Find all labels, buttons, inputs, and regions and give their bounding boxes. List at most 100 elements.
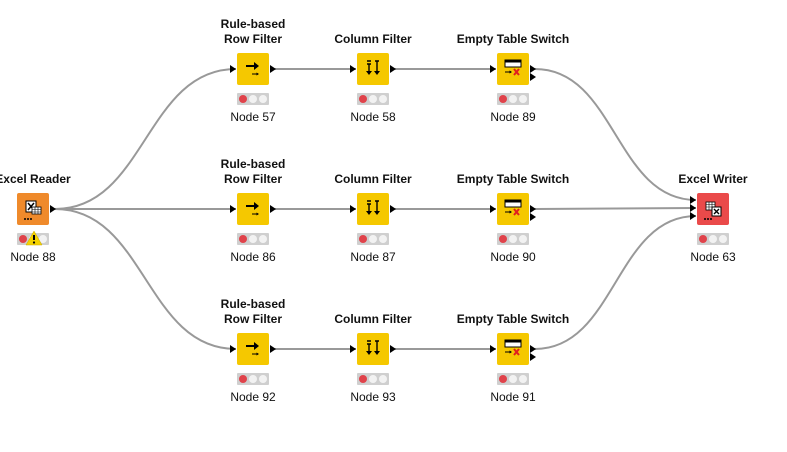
status-light-off	[369, 95, 377, 103]
node-status-lights	[237, 373, 269, 385]
status-light-off	[379, 235, 387, 243]
status-light-off	[259, 375, 267, 383]
output-port[interactable]	[530, 345, 536, 353]
output-port[interactable]	[270, 205, 276, 213]
empty-table-switch-node[interactable]	[497, 53, 529, 85]
node-status-lights	[497, 373, 529, 385]
node-label: Node 58	[350, 110, 396, 124]
output-port[interactable]	[390, 345, 396, 353]
node-title: Excel Reader	[0, 172, 71, 186]
status-light-off	[249, 375, 257, 383]
input-port[interactable]	[690, 212, 696, 220]
node-status-lights	[237, 233, 269, 245]
input-port[interactable]	[230, 65, 236, 73]
node-status-lights	[357, 373, 389, 385]
connection-wire[interactable]	[534, 68, 697, 201]
status-light-off	[259, 95, 267, 103]
node-title: Excel Writer	[678, 172, 748, 186]
row-filter-node[interactable]	[237, 53, 269, 85]
status-light-red	[239, 235, 247, 243]
input-port[interactable]	[490, 345, 496, 353]
excel-writer-node[interactable]	[697, 193, 729, 225]
output-port[interactable]	[530, 205, 536, 213]
node-status-lights	[497, 93, 529, 105]
status-light-red	[239, 375, 247, 383]
connection-wire[interactable]	[54, 208, 237, 350]
status-light-off	[519, 235, 527, 243]
output-port[interactable]	[530, 65, 536, 73]
node-title: Empty Table Switch	[456, 312, 570, 326]
node-title: Rule-based Row Filter	[220, 157, 286, 186]
status-light-off	[519, 95, 527, 103]
node-label: Node 88	[10, 250, 56, 264]
status-light-off	[519, 375, 527, 383]
output-port[interactable]	[390, 205, 396, 213]
node-status-lights	[357, 93, 389, 105]
status-light-off	[259, 235, 267, 243]
output-port[interactable]	[50, 205, 56, 213]
node-title: Column Filter	[334, 32, 412, 46]
excel-reader-node[interactable]	[17, 193, 49, 225]
node-title: Rule-based Row Filter	[220, 17, 286, 46]
node-title: Empty Table Switch	[456, 172, 570, 186]
output-port[interactable]	[530, 353, 536, 361]
node-label: Node 93	[350, 390, 396, 404]
status-light-off	[709, 235, 717, 243]
node-status-lights	[357, 233, 389, 245]
input-port[interactable]	[350, 345, 356, 353]
status-light-off	[509, 95, 517, 103]
status-light-off	[379, 375, 387, 383]
connection-wire[interactable]	[534, 207, 697, 210]
node-label: Node 92	[230, 390, 276, 404]
status-light-red	[19, 235, 27, 243]
empty-table-switch-node[interactable]	[497, 333, 529, 365]
status-light-red	[699, 235, 707, 243]
output-port[interactable]	[390, 65, 396, 73]
status-light-off	[509, 375, 517, 383]
status-light-off	[509, 235, 517, 243]
row-filter-node[interactable]	[237, 193, 269, 225]
input-port[interactable]	[350, 205, 356, 213]
column-filter-node[interactable]	[357, 53, 389, 85]
status-light-red	[239, 95, 247, 103]
node-title: Empty Table Switch	[456, 32, 570, 46]
status-light-off	[719, 235, 727, 243]
input-port[interactable]	[230, 345, 236, 353]
node-status-lights	[237, 93, 269, 105]
node-label: Node 91	[490, 390, 536, 404]
status-light-off	[249, 235, 257, 243]
node-label: Node 89	[490, 110, 536, 124]
status-light-off	[249, 95, 257, 103]
row-filter-node[interactable]	[237, 333, 269, 365]
column-filter-node[interactable]	[357, 333, 389, 365]
empty-table-switch-node[interactable]	[497, 193, 529, 225]
output-port[interactable]	[270, 345, 276, 353]
node-title: Column Filter	[334, 312, 412, 326]
input-port[interactable]	[350, 65, 356, 73]
node-label: Node 57	[230, 110, 276, 124]
input-port[interactable]	[690, 196, 696, 204]
output-port[interactable]	[530, 213, 536, 221]
node-status-lights	[497, 233, 529, 245]
column-filter-node[interactable]	[357, 193, 389, 225]
status-light-red	[359, 235, 367, 243]
input-port[interactable]	[230, 205, 236, 213]
output-port[interactable]	[270, 65, 276, 73]
status-light-off	[39, 235, 47, 243]
status-light-off	[379, 95, 387, 103]
input-port[interactable]	[490, 205, 496, 213]
connection-wire[interactable]	[534, 215, 697, 350]
node-title: Rule-based Row Filter	[220, 297, 286, 326]
input-port[interactable]	[690, 204, 696, 212]
connection-wire[interactable]	[54, 68, 237, 210]
input-port[interactable]	[490, 65, 496, 73]
status-light-red	[359, 375, 367, 383]
warning-icon	[25, 230, 43, 251]
status-light-off	[369, 375, 377, 383]
output-port[interactable]	[530, 73, 536, 81]
node-label: Node 63	[690, 250, 736, 264]
status-light-off	[369, 235, 377, 243]
node-status-lights	[697, 233, 729, 245]
